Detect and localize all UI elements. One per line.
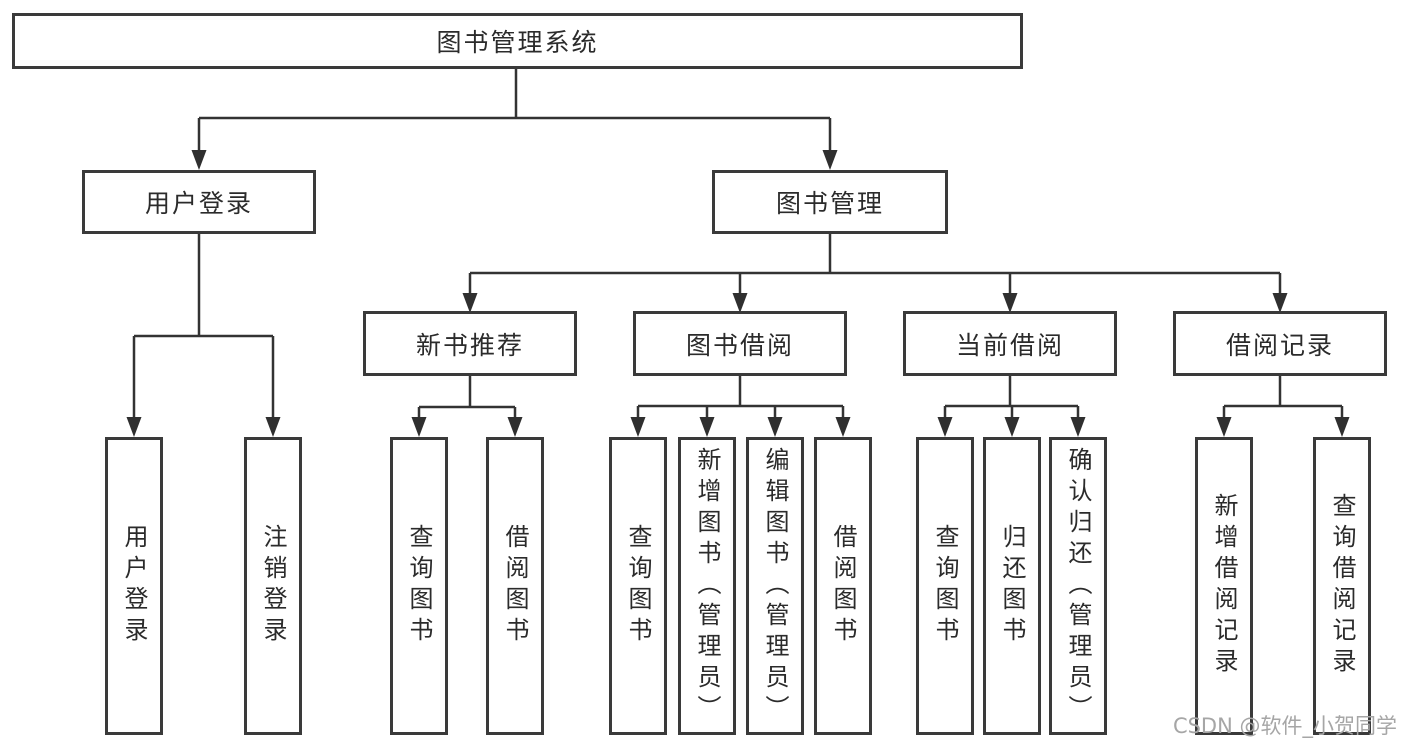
leaf-label: 新增借阅记录 bbox=[1210, 493, 1238, 679]
leaf-borrow-books: 借阅图书 bbox=[486, 437, 544, 735]
node-new-book-recommend: 新书推荐 bbox=[363, 311, 577, 376]
leaf-add-books-admin: 新增图书（管理员） bbox=[678, 437, 736, 735]
node-book-borrow: 图书借阅 bbox=[633, 311, 847, 376]
node-library-system: 图书管理系统 bbox=[12, 13, 1023, 69]
leaf-borrow-books-2: 借阅图书 bbox=[814, 437, 872, 735]
leaf-label: 查询图书 bbox=[624, 524, 652, 648]
leaf-label: 用户登录 bbox=[120, 524, 148, 648]
leaf-label: 确认归还（管理员） bbox=[1064, 446, 1092, 726]
leaf-return-books: 归还图书 bbox=[983, 437, 1041, 735]
node-label: 图书管理 bbox=[775, 189, 884, 218]
leaf-query-borrow-record: 查询借阅记录 bbox=[1313, 437, 1371, 735]
leaf-user-login: 用户登录 bbox=[105, 437, 163, 735]
leaf-label: 编辑图书（管理员） bbox=[761, 446, 789, 726]
node-label: 借阅记录 bbox=[1225, 330, 1334, 360]
leaf-confirm-return-admin: 确认归还（管理员） bbox=[1049, 437, 1107, 735]
leaf-label: 注销登录 bbox=[259, 524, 287, 648]
leaf-add-borrow-record: 新增借阅记录 bbox=[1195, 437, 1253, 735]
leaf-label: 借阅图书 bbox=[501, 524, 529, 648]
leaf-label: 借阅图书 bbox=[829, 524, 857, 648]
node-label: 图书管理系统 bbox=[436, 28, 599, 57]
node-current-borrow: 当前借阅 bbox=[903, 311, 1117, 376]
leaf-query-books-3: 查询图书 bbox=[916, 437, 974, 735]
node-label: 用户登录 bbox=[144, 189, 253, 218]
node-label: 新书推荐 bbox=[415, 330, 524, 360]
node-label: 当前借阅 bbox=[955, 330, 1064, 360]
node-book-management: 图书管理 bbox=[712, 170, 948, 234]
csdn-watermark: CSDN @软件_小贺同学 bbox=[1172, 714, 1397, 738]
leaf-label: 新增图书（管理员） bbox=[693, 446, 721, 726]
leaf-logout: 注销登录 bbox=[244, 437, 302, 735]
leaf-edit-books-admin: 编辑图书（管理员） bbox=[746, 437, 804, 735]
node-borrow-records: 借阅记录 bbox=[1173, 311, 1387, 376]
leaf-label: 查询借阅记录 bbox=[1328, 493, 1356, 679]
connector-paths bbox=[132, 69, 1344, 420]
leaf-query-books: 查询图书 bbox=[390, 437, 448, 735]
leaf-label: 查询图书 bbox=[405, 524, 433, 648]
leaf-label: 查询图书 bbox=[931, 524, 959, 648]
arrowheads bbox=[126, 150, 1350, 437]
leaf-query-books-2: 查询图书 bbox=[609, 437, 667, 735]
node-label: 图书借阅 bbox=[685, 330, 794, 360]
leaf-label: 归还图书 bbox=[998, 524, 1026, 648]
node-user-login: 用户登录 bbox=[82, 170, 316, 234]
